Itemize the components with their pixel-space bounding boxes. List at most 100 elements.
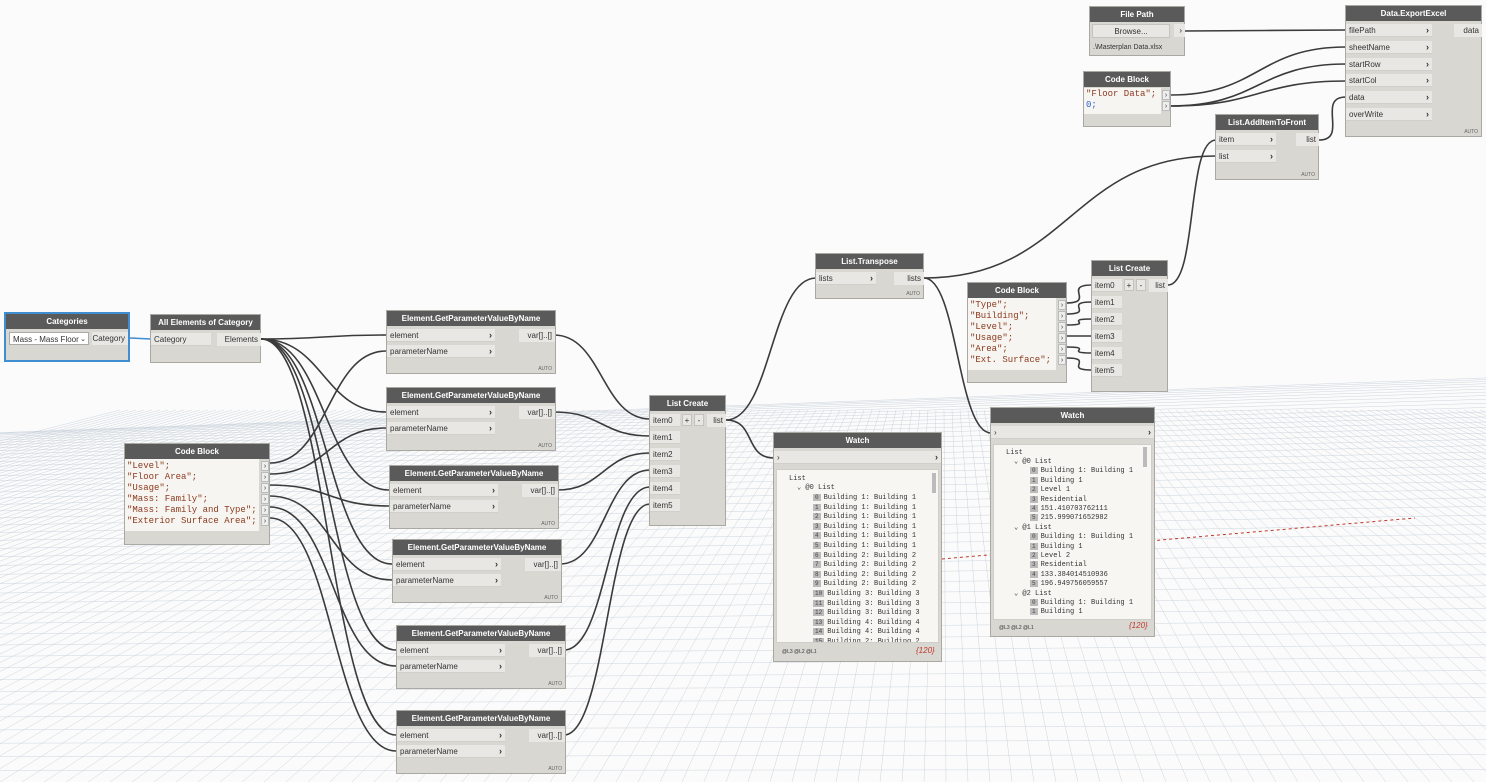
sublist-header[interactable]: ⌄ @1 List	[1014, 524, 1052, 534]
sublist-header[interactable]: ⌄ @0 List	[1014, 458, 1052, 468]
input-port-item4[interactable]: item4	[1092, 347, 1122, 360]
add-item-button[interactable]: +	[682, 414, 692, 426]
output-port-elements[interactable]: Elements	[217, 333, 261, 346]
input-port-item3[interactable]: item3	[650, 465, 680, 478]
input-port-parameter-name[interactable]: parameterName›	[387, 422, 495, 435]
input-port-item0[interactable]: item0	[650, 414, 680, 427]
wire-param-name[interactable]	[269, 427, 387, 475]
output-port-5[interactable]: ›	[261, 505, 269, 515]
output-port-var[interactable]: var[]..[]	[525, 558, 561, 571]
wire-filepath-to-export[interactable]	[1183, 29, 1347, 32]
wire-param-name[interactable]	[269, 506, 397, 667]
output-port-1[interactable]: ›	[1058, 300, 1066, 310]
wire-param-name[interactable]	[269, 517, 397, 752]
output-port-data[interactable]: data	[1454, 24, 1482, 37]
wire-headers-to-listcreate[interactable]	[1065, 357, 1093, 371]
output-port-6[interactable]: ›	[1058, 355, 1066, 365]
output-port-var[interactable]: var[]..[]	[522, 484, 558, 497]
input-port-startcol[interactable]: startCol›	[1346, 74, 1432, 88]
wire-elements-to-getparam[interactable]	[260, 338, 397, 736]
list-transpose-node[interactable]: List.Transpose lists› lists AUTO	[815, 253, 924, 299]
input-port-list[interactable]: list›	[1216, 150, 1276, 163]
input-port-parameter-name[interactable]: parameterName›	[397, 660, 505, 673]
wire-getparam-to-listcreate[interactable]	[553, 411, 651, 437]
output-port-list[interactable]: list	[1149, 279, 1168, 292]
input-port-data[interactable]: data›	[1346, 91, 1432, 105]
scrollbar[interactable]	[1143, 447, 1147, 467]
wire-transpose-to-watch[interactable]	[923, 277, 992, 434]
output-port-var[interactable]: var[]..[]	[519, 406, 555, 419]
output-port-5[interactable]: ›	[1058, 344, 1066, 354]
wire-param-name[interactable]	[269, 350, 387, 464]
input-port-startrow[interactable]: startRow›	[1346, 57, 1432, 71]
wire-getparam-to-listcreate[interactable]	[553, 334, 651, 420]
output-port-6[interactable]: ›	[261, 516, 269, 526]
remove-item-button[interactable]: -	[694, 414, 704, 426]
input-port[interactable]: ››	[774, 451, 941, 464]
output-port-3[interactable]: ›	[1058, 322, 1066, 332]
categories-node[interactable]: Categories Mass - Mass Floor⌄ Category	[4, 312, 130, 362]
output-port-1[interactable]: ›	[261, 461, 269, 471]
output-port-4[interactable]: ›	[261, 494, 269, 504]
output-port-2[interactable]: ›	[261, 472, 269, 482]
input-port-element[interactable]: element›	[387, 406, 495, 419]
input-port-item4[interactable]: item4	[650, 482, 680, 495]
input-port-item3[interactable]: item3	[1092, 330, 1122, 343]
input-port-element[interactable]: element›	[390, 484, 498, 497]
code-block-parameters-node[interactable]: Code Block "Level";"Floor Area";"Usage";…	[124, 443, 270, 545]
input-port-item1[interactable]: item1	[650, 431, 680, 444]
input-port[interactable]: ››	[991, 426, 1154, 439]
wire-headers-to-listcreate[interactable]	[1065, 318, 1093, 326]
output-port-list[interactable]: list	[707, 414, 726, 427]
output-port-var[interactable]: var[]..[]	[529, 644, 565, 657]
wire-sheet-to-export[interactable]	[1170, 46, 1347, 96]
input-port-parameter-name[interactable]: parameterName›	[397, 745, 505, 758]
add-item-button[interactable]: +	[1124, 279, 1134, 291]
code-block-sheet-node[interactable]: Code Block "Floor Data";0; › ›	[1083, 71, 1171, 127]
output-port-2[interactable]: ›	[1162, 101, 1170, 111]
input-port-item5[interactable]: item5	[1092, 364, 1122, 377]
browse-button[interactable]: Browse...	[1092, 24, 1170, 38]
input-port-element[interactable]: element›	[393, 558, 501, 571]
remove-item-button[interactable]: -	[1136, 279, 1146, 291]
wire-listcreate-to-transpose[interactable]	[725, 277, 817, 421]
code-editor[interactable]: "Level";"Floor Area";"Usage";"Mass: Fami…	[125, 459, 259, 531]
input-port-item[interactable]: item›	[1216, 133, 1276, 146]
input-port-item0[interactable]: item0	[1092, 279, 1122, 292]
wire-transpose-to-additem[interactable]	[923, 155, 1217, 279]
code-editor[interactable]: "Type";"Building";"Level";"Usage";"Area"…	[968, 298, 1056, 370]
input-port-parameter-name[interactable]: parameterName›	[393, 574, 501, 587]
code-editor[interactable]: "Floor Data";0;	[1084, 88, 1161, 114]
wire-col-to-export[interactable]	[1170, 80, 1347, 107]
output-port-3[interactable]: ›	[261, 483, 269, 493]
output-port-var[interactable]: var[]..[]	[519, 329, 555, 342]
input-port-item5[interactable]: item5	[650, 499, 680, 512]
wire-elements-to-getparam[interactable]	[260, 338, 387, 413]
output-port[interactable]: ›	[1174, 24, 1185, 37]
input-port-element[interactable]: element›	[387, 329, 495, 342]
input-port-category[interactable]: Category	[151, 333, 211, 346]
output-port-var[interactable]: var[]..[]	[529, 729, 565, 742]
input-port-element[interactable]: element›	[397, 729, 505, 742]
output-port-2[interactable]: ›	[1058, 311, 1066, 321]
wire-listcreate-to-additem[interactable]	[1167, 139, 1217, 286]
output-port-1[interactable]: ›	[1162, 90, 1170, 100]
code-block-headers-node[interactable]: Code Block "Type";"Building";"Level";"Us…	[967, 282, 1067, 383]
wire-getparam-to-listcreate[interactable]	[556, 452, 651, 491]
sublist-header[interactable]: ⌄ @0 List	[797, 484, 835, 494]
input-port-parameter-name[interactable]: parameterName›	[387, 345, 495, 358]
wire-getparam-to-listcreate[interactable]	[559, 469, 651, 565]
sublist-header[interactable]: ⌄ @2 List	[1014, 590, 1052, 600]
category-dropdown[interactable]: Mass - Mass Floor⌄	[9, 332, 89, 345]
wire-listcreate-to-watch[interactable]	[725, 419, 775, 459]
selected-wire[interactable]	[129, 337, 152, 340]
